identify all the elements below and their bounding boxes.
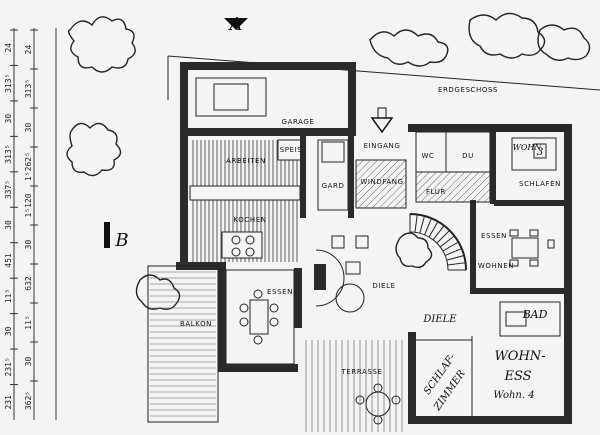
room-label-gard: GARD xyxy=(322,182,345,190)
dimension-label: 30 xyxy=(4,220,13,230)
handwritten-wohn-4: Wohn. 4 xyxy=(493,390,534,401)
trees xyxy=(66,12,591,311)
room-label-essen-right: ESSEN xyxy=(481,232,507,240)
dimension-label: 231 xyxy=(4,395,13,410)
dimension-label: 30 xyxy=(24,357,33,367)
room-label-schlafen: SCHLAFEN xyxy=(519,180,561,188)
marker-b-label: B xyxy=(114,230,128,251)
dimension-label: 1⁵120 xyxy=(24,193,33,217)
hall: DIELE xyxy=(314,235,395,313)
marker-a-label: A xyxy=(228,14,243,35)
dining-living-right: ESSEN WOHNEN xyxy=(478,229,555,270)
handwritten-ess: ESS xyxy=(503,369,531,384)
dimension-label: 30 xyxy=(4,326,13,336)
dimension-chain: 24 313⁵ 30 313⁵ 337⁵ 30 451 11⁵ 30 231⁵ 231 24 313⁵… xyxy=(4,28,57,420)
handwritten-wohn: WOHN- xyxy=(494,349,545,364)
dimension-label: 313⁵ xyxy=(4,144,13,163)
room-label-windfang: WINDFANG xyxy=(360,178,403,186)
dimension-label: 11⁵ xyxy=(4,289,13,303)
room-label-flur: FLUR xyxy=(426,188,446,196)
room-label-speis: SPEIS xyxy=(280,146,303,154)
room-label-kochen: KOCHEN xyxy=(233,216,266,224)
dimension-label: 30 xyxy=(24,123,33,133)
room-label-du: DU xyxy=(462,152,474,160)
spiral-staircase xyxy=(409,213,467,271)
bedroom-3: WOHN. 3 SCHLAFEN xyxy=(511,137,561,188)
dimension-label: 313⁵ xyxy=(4,74,13,93)
handwritten-diele: DIELE xyxy=(422,314,457,325)
section-marker-a: A xyxy=(224,14,248,35)
room-label-wc: WC xyxy=(421,152,434,160)
dining-left: ESSEN xyxy=(225,269,295,365)
unit-label-3: WOHN. xyxy=(513,143,544,152)
floor-label: ERDGESCHOSS xyxy=(438,86,498,94)
bath-corridor: WC DU FLUR xyxy=(415,131,491,203)
dimension-label: 24 xyxy=(24,45,33,55)
dimension-label: 632 xyxy=(24,276,33,291)
dimension-label: 362⁵ xyxy=(24,391,33,410)
section-marker-b: B xyxy=(104,222,129,251)
room-label-eingang: EINGANG xyxy=(364,142,401,150)
room-label-wohnen: WOHNEN xyxy=(478,262,514,270)
entrance: EINGANG WINDFANG xyxy=(355,107,407,209)
outer-walls xyxy=(176,124,572,424)
handwritten-bad: BAD xyxy=(522,308,548,321)
garage: GARAGE xyxy=(180,62,356,134)
dimension-label: 337⁵ xyxy=(4,180,13,199)
terrace: TERRASSE xyxy=(305,340,403,432)
room-label-essen-left: ESSEN xyxy=(267,288,293,296)
room-label-garage: GARAGE xyxy=(282,118,315,126)
dimension-label: 451 xyxy=(4,253,13,268)
dimension-label: 11⁵ xyxy=(24,315,33,329)
dimension-label: 313⁵ xyxy=(24,79,33,98)
room-label-balkon: BALKON xyxy=(180,320,212,328)
unit-4-rooms: DIELE BAD SCHLAF- ZIMMER WOHN- ESS Wohn.… xyxy=(416,301,561,416)
room-label-diele: DIELE xyxy=(372,282,395,290)
balcony: BALKON xyxy=(147,265,219,423)
room-label-arbeiten: ARBEITEN xyxy=(226,157,266,165)
dimension-label: 30 xyxy=(24,240,33,250)
dimension-label: 30 xyxy=(4,114,13,124)
dimension-label: 1⁵262⁵ xyxy=(24,152,33,181)
room-label-terrasse: TERRASSE xyxy=(340,368,382,376)
dimension-label: 231⁵ xyxy=(4,357,13,376)
dimension-label: 24 xyxy=(4,43,13,53)
service-rooms: SPEIS GARD xyxy=(277,128,354,218)
unit-number-3: 3 xyxy=(537,147,543,158)
